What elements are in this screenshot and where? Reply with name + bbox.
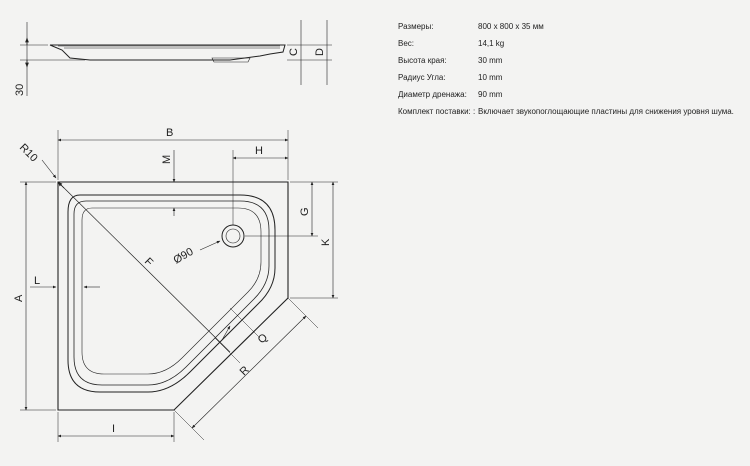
label-G: G [299,207,311,216]
plan-view [20,130,338,442]
label-L: L [34,275,40,287]
label-H: H [255,145,263,157]
spec-label: Размеры: [398,22,434,31]
label-I: I [112,423,115,435]
label-height-30: 30 [14,84,26,96]
technical-drawing: C D 30 B R10 M H G K F Ø90 L A Q R I [13,20,338,442]
spec-value: 90 mm [478,90,503,99]
side-profile [20,20,332,96]
spec-value: 800 x 800 x 35 мм [478,22,544,31]
spec-row-drain-diameter: Диаметр дренажа: 90 mm [398,88,743,101]
spec-row-dimensions: Размеры: 800 x 800 x 35 мм [398,20,743,33]
spec-value: 10 mm [478,73,503,82]
spec-row-corner-radius: Радиус Угла: 10 mm [398,71,743,84]
spec-label: Высота края: [398,56,447,65]
spec-label: Комплект поставки: : [398,107,476,116]
label-R10: R10 [17,142,40,165]
spec-value: 30 mm [478,56,503,65]
spec-table: Размеры: 800 x 800 x 35 мм Вес: 14,1 kg … [398,20,743,122]
label-D: D [314,48,326,56]
spec-row-weight: Вес: 14,1 kg [398,37,743,50]
spec-label: Диаметр дренажа: [398,90,467,99]
spec-label: Вес: [398,39,415,48]
spec-label: Радиус Угла: [398,73,446,82]
label-Q: Q [256,331,271,346]
spec-row-edge-height: Высота края: 30 mm [398,54,743,67]
label-R: R [238,364,252,378]
label-C: C [288,48,300,56]
label-M: M [161,155,173,164]
spec-value: 14,1 kg [478,39,505,48]
label-K: K [320,238,332,246]
label-A: A [13,294,25,302]
spec-value: Включает звукопоглощающие пластины для с… [478,107,734,116]
label-drain: Ø90 [172,246,196,267]
spec-row-package: Комплект поставки: : Включает звукопогло… [398,105,743,118]
label-B: B [166,127,173,139]
